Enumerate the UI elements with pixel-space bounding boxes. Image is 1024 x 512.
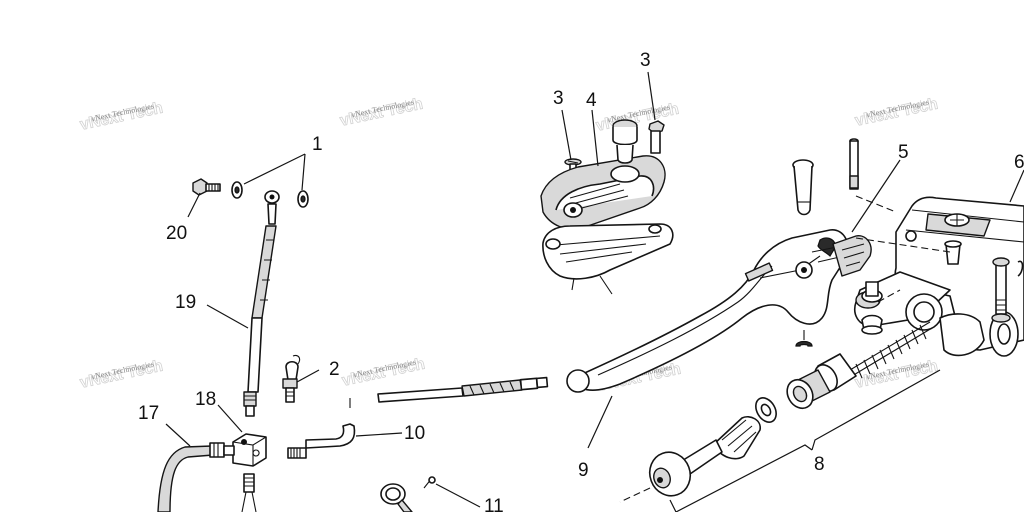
piston-seal [755,397,777,423]
crush-washer [297,190,309,208]
upper-brake-hose [243,190,280,417]
brake-lever [566,229,872,393]
pushrod [619,487,651,503]
watermark: vNext Tech vNext Technologies [338,95,425,130]
watermark: vNext Tech vNext Technologies [78,357,165,392]
block-side-fitting [287,423,356,459]
watermark: vNext Tech vNext Technologies [340,355,427,390]
assembly-guide-lines [855,195,951,303]
brake-light-switch [282,354,301,403]
pushrod-boot [648,415,761,497]
banjo-bolt [192,178,221,196]
watermark: vNext Tech vNext Technologies [853,95,940,130]
callout-9: 9 [578,460,589,481]
callout-3: 3 [553,88,564,109]
watermark: vNext Tech vNext Technologies [78,99,165,134]
callout-18: 18 [195,389,216,410]
piston [786,353,857,410]
callout-2: 2 [329,359,340,380]
watermark: vNext Tech vNext Technologies [853,357,940,392]
lower-brake-hose [157,442,235,512]
hard-brake-line [349,376,549,408]
callout-8: 8 [814,454,825,475]
callout-17: 17 [138,403,159,424]
piston-spring [849,321,933,379]
lever-pin [849,138,859,190]
callout-10: 10 [404,423,425,444]
leader-lines [165,71,1024,512]
callout-5: 5 [898,142,909,163]
reservoir-cover-screw [648,120,665,154]
reservoir-diaphragm [542,223,674,295]
callout-3: 3 [640,50,651,71]
block-outlet-fitting [241,473,257,512]
pivot-bolt [861,281,883,335]
reservoir-plug [612,119,638,164]
callout-labels: 1 2 3 3 4 5 6 8 9 10 11 17 18 19 20 [138,50,1024,512]
callout-19: 19 [175,292,196,313]
callout-11: 11 [484,496,504,512]
callout-20: 20 [166,223,187,244]
distribution-block [232,433,267,467]
lever-pivot-pin [792,159,814,216]
line-clamp [380,476,436,512]
callout-6: 6 [1014,152,1024,173]
callout-4: 4 [586,90,597,111]
reservoir-cover [540,155,666,230]
e-clip [795,330,813,347]
callout-1: 1 [312,134,323,155]
crush-washer [231,181,243,199]
